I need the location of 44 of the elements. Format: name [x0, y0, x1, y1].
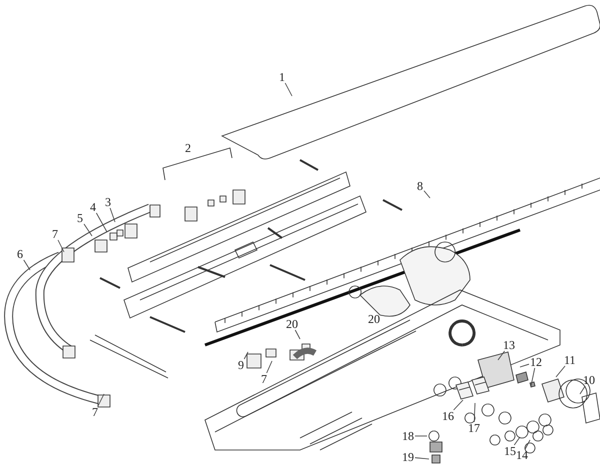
leader-line: [23, 260, 30, 270]
callout-number: 1: [278, 71, 286, 83]
leader-line: [58, 240, 64, 252]
callout-number: 9: [237, 359, 245, 371]
leader-line: [530, 368, 536, 386]
leader-line: [294, 330, 300, 340]
callout-number: 2: [184, 142, 192, 154]
callout-number: 5: [76, 212, 84, 224]
callout-number: 15: [503, 445, 517, 457]
leader-line: [98, 394, 104, 406]
leader-line: [424, 190, 430, 198]
callout-number: 20: [285, 318, 299, 330]
callout-number: 18: [401, 430, 415, 442]
leader-line: [580, 386, 586, 394]
callout-number: 20: [367, 313, 381, 325]
callout-number: 7: [91, 406, 99, 418]
callout-number: 7: [260, 373, 268, 385]
callout-number: 14: [515, 449, 529, 461]
callout-number: 19: [401, 451, 415, 463]
leader-line: [514, 436, 520, 446]
leader-line: [520, 364, 530, 368]
callout-number: 7: [51, 228, 59, 240]
callout-number: 13: [502, 339, 516, 351]
leader-line: [284, 82, 292, 96]
callout-number: 17: [467, 422, 481, 434]
callout-number: 6: [16, 248, 24, 260]
leader-line: [266, 360, 272, 374]
leader-line: [556, 366, 566, 378]
callout-number: 8: [416, 180, 424, 192]
leader-line: [244, 352, 248, 360]
leader-line: [96, 212, 108, 232]
leader-line: [414, 457, 430, 460]
leader-line: [524, 440, 530, 450]
callout-number: 4: [89, 201, 97, 213]
callout-number: 16: [441, 410, 455, 422]
callout-number: 3: [104, 196, 112, 208]
callout-number: 10: [582, 374, 596, 386]
leader-line: [498, 350, 505, 360]
callout-number: 12: [529, 356, 543, 368]
leader-line: [110, 208, 116, 222]
leader-line: [453, 400, 464, 410]
callout-number: 11: [563, 354, 577, 366]
leader-line: [84, 224, 92, 236]
leader-line: [474, 402, 476, 422]
